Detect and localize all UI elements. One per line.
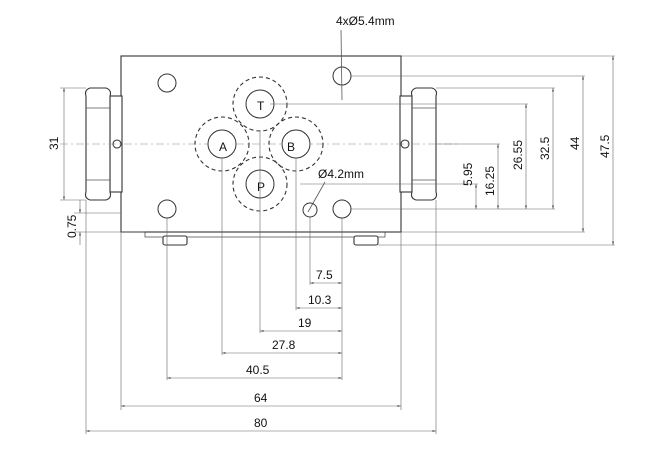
- pin-hole-leader: [307, 181, 326, 213]
- port-label-a: A: [219, 140, 227, 154]
- mount-hole-top-left: [157, 73, 177, 93]
- dim-19: 19: [298, 316, 312, 330]
- dim-47-5: 47.5: [598, 134, 612, 158]
- dim-10-3: 10.3: [308, 293, 332, 307]
- dim-31: 31: [47, 136, 61, 150]
- pin-hole-callout: Ø4.2mm: [318, 167, 364, 181]
- port-b: [268, 116, 324, 172]
- port-label-p: P: [257, 180, 265, 194]
- mount-hole-callout: 4xØ5.4mm: [336, 14, 395, 28]
- dim-26-55: 26.55: [511, 140, 525, 170]
- port-label-b: B: [287, 140, 295, 154]
- dim-80: 80: [254, 416, 268, 430]
- dim-5-95: 5.95: [461, 162, 475, 186]
- port-label-t: T: [257, 99, 265, 113]
- dim-32-5: 32.5: [538, 136, 552, 160]
- dim-64: 64: [254, 391, 268, 405]
- mount-hole-bottom-right: [332, 199, 352, 219]
- pin-hole: [302, 202, 318, 218]
- dim-0-75: 0.75: [65, 214, 79, 238]
- dim-7-5: 7.5: [316, 268, 333, 282]
- dim-40-5: 40.5: [246, 363, 270, 377]
- mount-hole-bottom-left: [157, 199, 177, 219]
- dim-44: 44: [568, 136, 582, 150]
- dim-16-25: 16.25: [483, 166, 497, 196]
- bottom-screw-left: [162, 235, 188, 246]
- mount-hole-leader: [340, 29, 343, 101]
- dim-27-8: 27.8: [272, 338, 296, 352]
- bottom-screw-right: [353, 235, 379, 246]
